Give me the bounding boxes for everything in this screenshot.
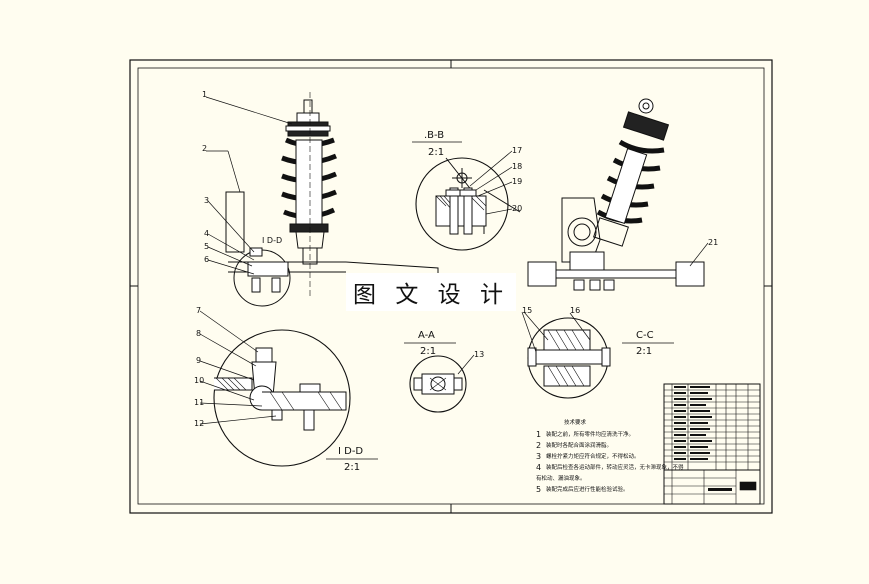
section-aa-title: A-A <box>418 330 435 341</box>
tech-req-num-3: 3 <box>536 452 541 461</box>
part-label-13: 13 <box>474 350 484 359</box>
section-bb-scale: 2:1 <box>428 147 444 158</box>
part-labels: 1 2 3 4 5 6 7 8 9 10 11 12 13 15 16 17 1… <box>194 90 718 428</box>
section-aa-circle <box>409 355 467 413</box>
part-label-7: 7 <box>196 306 201 315</box>
section-bb-detail <box>435 157 521 235</box>
tech-req-num-2: 2 <box>536 441 541 450</box>
section-bb-title: .B-B <box>424 130 444 141</box>
section-bb-circle <box>415 157 509 251</box>
detail-d-circle-small <box>233 249 291 307</box>
section-cc-scale: 2:1 <box>636 346 652 357</box>
section-aa-detail <box>413 373 463 395</box>
part-label-3: 3 <box>204 196 209 205</box>
section-dd-detail <box>214 347 347 431</box>
part-label-11: 11 <box>194 398 204 407</box>
tech-req-text-4b: 有松动、漏油现象。 <box>536 474 586 482</box>
tech-req-text-3: 螺栓拧紧力矩应符合规定，不得松动。 <box>546 452 640 460</box>
part-label-19: 19 <box>512 177 522 186</box>
section-aa-scale: 2:1 <box>420 346 436 357</box>
part-label-9: 9 <box>196 356 201 365</box>
tech-req-num-1: 1 <box>536 430 541 439</box>
tech-req-text-2: 装配时各配合面涂润滑脂。 <box>546 441 612 449</box>
part-label-12: 12 <box>194 419 204 428</box>
part-label-16: 16 <box>570 306 580 315</box>
part-label-4: 4 <box>204 229 209 238</box>
part-label-17: 17 <box>512 146 522 155</box>
part-label-5: 5 <box>204 242 209 251</box>
tech-requirements: 技术要求 1 装配之前，所有零件均应清洗干净。 2 装配时各配合面涂润滑脂。 3… <box>536 418 684 494</box>
label-dd-small: I D-D <box>262 236 282 245</box>
left-shock-absorber <box>225 92 439 296</box>
section-dd-title: I D-D <box>338 446 363 457</box>
right-shock-absorber <box>561 98 670 263</box>
centering-marks <box>130 60 772 513</box>
part-label-18: 18 <box>512 162 522 171</box>
section-cc-detail <box>527 329 611 387</box>
tech-req-text-5: 装配完成后应进行性能检验试验。 <box>546 485 629 493</box>
right-control-arm <box>527 251 705 291</box>
section-dd-scale: 2:1 <box>344 462 360 473</box>
part-label-20: 20 <box>512 204 522 213</box>
part-label-8: 8 <box>196 329 201 338</box>
tech-req-text-4: 装配后检查各运动部件，转动应灵活，无卡滞现象，不得 <box>546 463 684 471</box>
tech-req-text-1: 装配之前，所有零件均应清洗干净。 <box>546 430 634 438</box>
leader-lines <box>199 96 709 425</box>
part-label-10: 10 <box>194 376 204 385</box>
watermark-label: 图 文 设 计 <box>346 273 516 311</box>
left-bolt-stack <box>247 247 289 293</box>
section-cc-title: C-C <box>636 330 654 341</box>
part-label-1: 1 <box>202 90 207 99</box>
tech-req-num-5: 5 <box>536 485 541 494</box>
part-label-21: 21 <box>708 238 718 247</box>
tech-req-title: 技术要求 <box>564 418 587 426</box>
tech-req-num-4: 4 <box>536 463 541 472</box>
title-block-text-fill <box>674 386 732 491</box>
part-label-15: 15 <box>522 306 532 315</box>
part-label-6: 6 <box>204 255 209 264</box>
title-block <box>663 383 761 505</box>
section-dd-circle <box>213 329 351 467</box>
part-label-2: 2 <box>202 144 207 153</box>
